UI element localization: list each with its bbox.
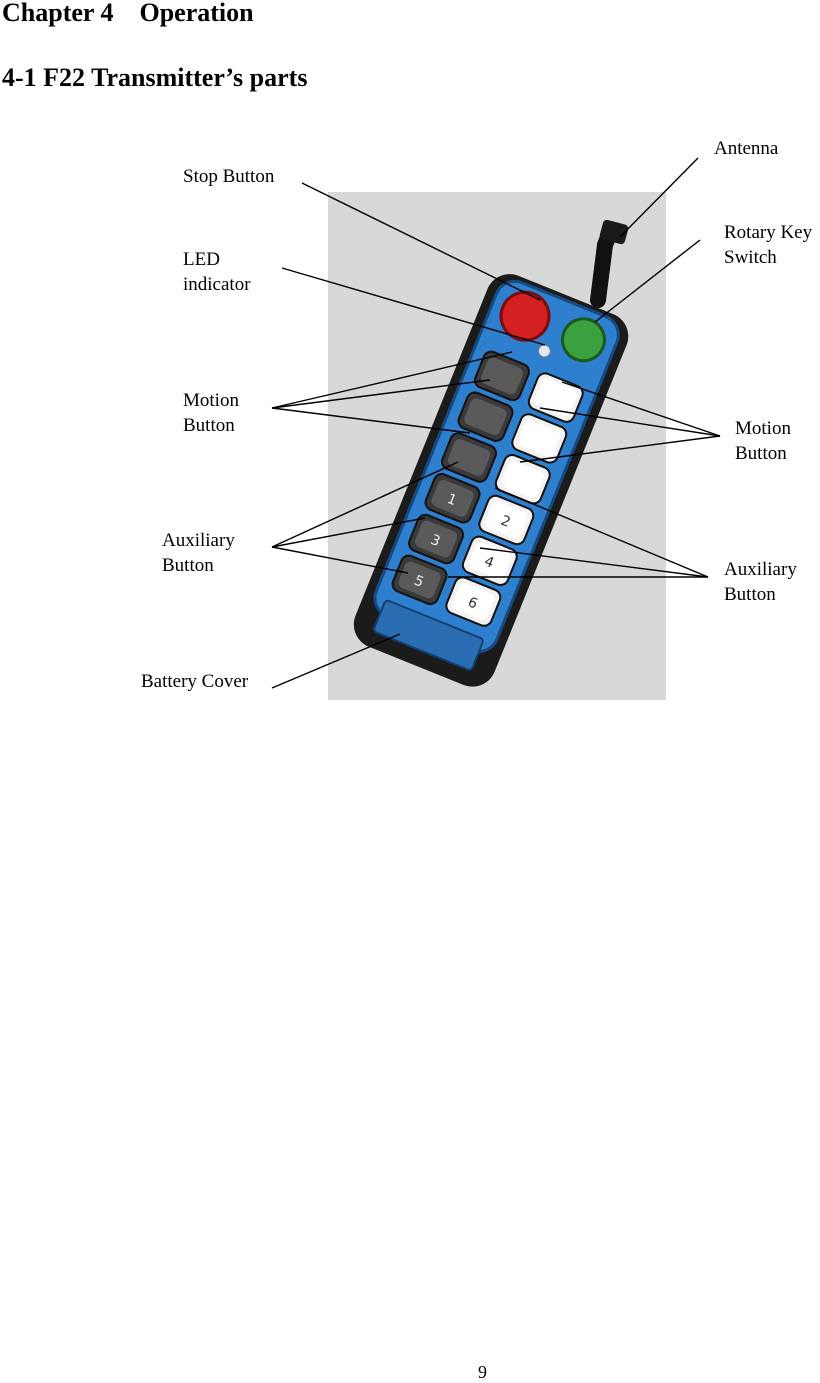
label-led-indicator: LED indicator xyxy=(183,249,251,295)
auxiliary-button[interactable]: 4 xyxy=(460,534,519,587)
label-rotary-key-switch: Rotary Key Switch xyxy=(724,222,813,268)
label-battery-cover: Battery Cover xyxy=(141,671,249,692)
label-auxiliary-button-left: Auxiliary Button xyxy=(162,530,235,576)
label-antenna: Antenna xyxy=(714,138,779,159)
page-number: 9 xyxy=(478,1362,487,1382)
chapter-title: Chapter 4 Operation xyxy=(2,0,254,27)
antenna xyxy=(590,219,629,308)
battery-cover[interactable] xyxy=(373,599,484,671)
motion-button[interactable] xyxy=(526,371,585,424)
label-auxiliary-button-right: Auxiliary Button xyxy=(724,559,797,605)
motion-button[interactable] xyxy=(456,390,515,443)
rotary-key-switch[interactable] xyxy=(556,312,611,367)
led-indicator xyxy=(537,344,551,358)
auxiliary-button[interactable]: 5 xyxy=(390,553,449,606)
auxiliary-button[interactable]: 3 xyxy=(407,512,466,565)
auxiliary-button[interactable]: 6 xyxy=(444,575,503,628)
motion-button[interactable] xyxy=(440,431,499,484)
label-motion-button-left: Motion Button xyxy=(183,390,239,436)
motion-button[interactable] xyxy=(510,412,569,465)
auxiliary-button[interactable]: 2 xyxy=(477,493,536,546)
motion-button[interactable] xyxy=(473,349,532,402)
section-title: 4-1 F22 Transmitter’s parts xyxy=(2,63,308,92)
label-stop-button: Stop Button xyxy=(183,166,275,187)
stop-button[interactable] xyxy=(494,285,556,347)
label-motion-button-right: Motion Button xyxy=(735,418,791,464)
auxiliary-button[interactable]: 1 xyxy=(423,472,482,525)
motion-button[interactable] xyxy=(493,453,552,506)
leader-lines xyxy=(271,157,721,689)
